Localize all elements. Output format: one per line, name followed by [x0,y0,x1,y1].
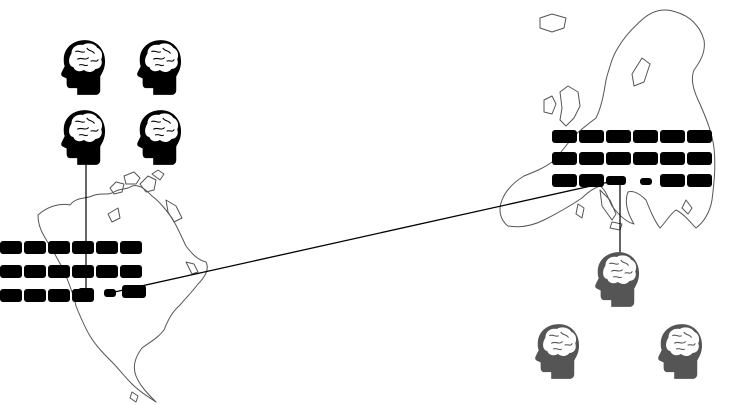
server-node-icon [552,152,577,165]
server-node-icon [579,174,604,187]
north-america-map [37,169,208,403]
server-node-icon [0,265,22,278]
server-node-icon [640,178,652,185]
server-node-icon [48,289,70,302]
server-node-icon [96,265,118,278]
server-node-icon [78,288,94,298]
server-node-icon [660,152,685,165]
server-node-icon [48,241,70,254]
server-node-icon [0,241,22,254]
server-node-icon [579,130,604,143]
brain-head-icon [60,110,106,166]
server-node-icon [660,174,685,187]
server-node-icon [579,152,604,165]
server-node-icon [104,289,116,297]
server-node-icon [606,152,631,165]
server-node-icon [606,130,631,143]
user-heads [60,40,703,380]
brain-head-icon [657,324,703,380]
server-node-icon [24,289,46,302]
server-node-icon [606,176,626,185]
europe-map [499,9,716,231]
server-node-icon [633,130,658,143]
server-node-icon [552,130,577,143]
brain-head-icon [594,252,640,308]
server-node-icon [72,265,94,278]
server-node-icon [122,285,146,298]
brain-head-icon [136,110,182,166]
server-node-icon [0,289,22,302]
server-node-icon [24,241,46,254]
europe-server-cluster [552,130,712,187]
server-node-icon [24,265,46,278]
server-node-icon [96,241,118,254]
brain-head-icon [136,40,182,96]
server-node-icon [48,265,70,278]
server-node-icon [660,130,685,143]
brain-head-icon [534,324,580,380]
brain-head-icon [60,40,106,96]
server-node-icon [552,174,577,187]
server-node-icon [72,241,94,254]
server-node-icon [687,130,712,143]
cluster-link [109,179,619,294]
server-node-icon [687,152,712,165]
server-node-icon [687,174,712,187]
north-america-server-cluster [0,241,146,302]
server-node-icon [633,152,658,165]
server-node-icon [120,265,142,278]
server-node-icon [120,241,142,254]
